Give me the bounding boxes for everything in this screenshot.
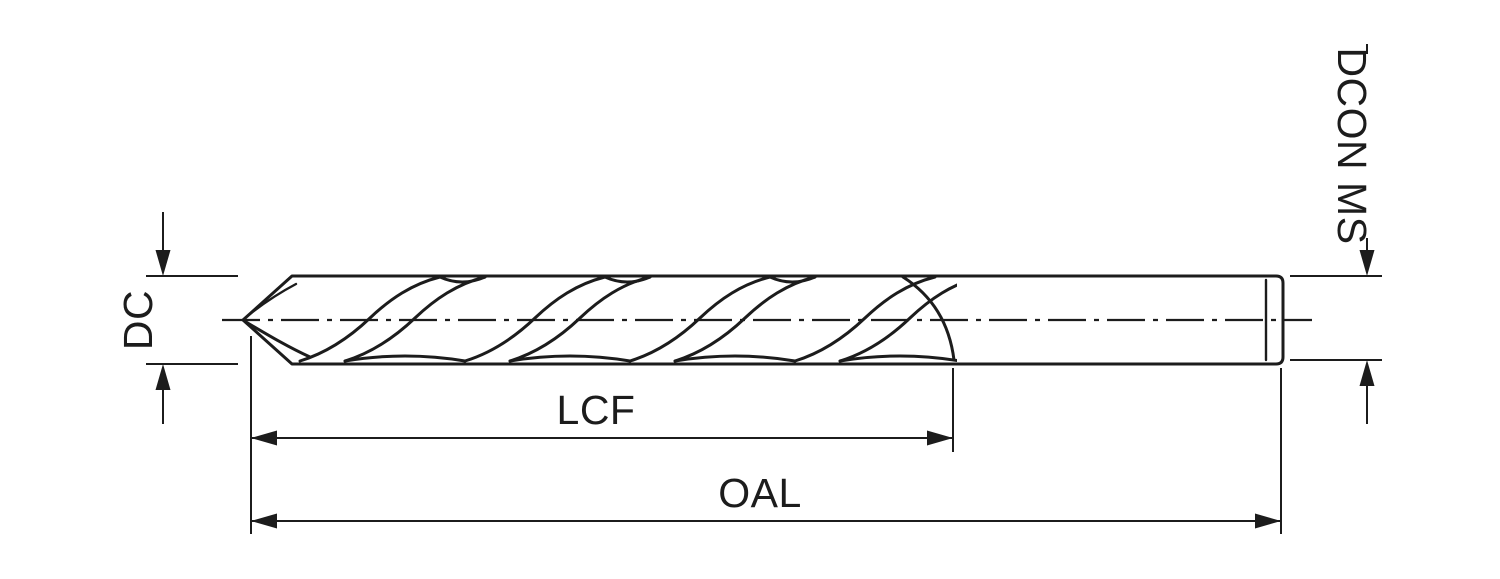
- oal-dimension: OAL: [251, 368, 1282, 534]
- flute-scallop: [343, 354, 467, 363]
- dc-arrow-up: [155, 364, 171, 390]
- flute-curve: [343, 275, 487, 363]
- drill-tip-lip-line: [244, 320, 312, 359]
- dc-label: DC: [115, 290, 161, 350]
- dcon-arrow-up: [1359, 360, 1375, 386]
- drill-flutes: [298, 275, 957, 363]
- flute-scallop: [603, 275, 652, 284]
- lcf-label: LCF: [557, 387, 636, 433]
- lcf-arrow-right: [927, 430, 953, 446]
- flute-scallop: [673, 354, 797, 363]
- dc-dimension: DC: [115, 212, 238, 424]
- dc-arrow-down: [155, 250, 171, 276]
- flute-scallop: [438, 275, 487, 284]
- flute-runout: [901, 275, 956, 362]
- dcon-arrow-down: [1359, 250, 1375, 276]
- flute-curve: [628, 275, 772, 363]
- lcf-dimension: LCF: [250, 336, 954, 534]
- drill-tip-facet-line: [248, 282, 298, 316]
- flute-scallop: [768, 275, 817, 284]
- lcf-arrow-left: [251, 430, 277, 446]
- flute-curve: [838, 283, 957, 363]
- flute-scallop: [838, 354, 957, 363]
- dcon-ms-dimension: DCON MS: [1290, 44, 1382, 424]
- flute-curve: [463, 275, 607, 363]
- flute-curve: [793, 275, 937, 363]
- oal-arrow-right: [1255, 513, 1281, 529]
- oal-arrow-left: [251, 513, 277, 529]
- flute-curve: [298, 275, 442, 363]
- oal-label: OAL: [718, 470, 802, 516]
- flute-curve: [673, 275, 817, 363]
- flute-scallop: [508, 354, 632, 363]
- dcon-ms-label: DCON MS: [1329, 47, 1375, 244]
- drill-bit: [241, 274, 1285, 366]
- drill-silhouette: [241, 274, 1285, 366]
- flute-curve: [508, 275, 652, 363]
